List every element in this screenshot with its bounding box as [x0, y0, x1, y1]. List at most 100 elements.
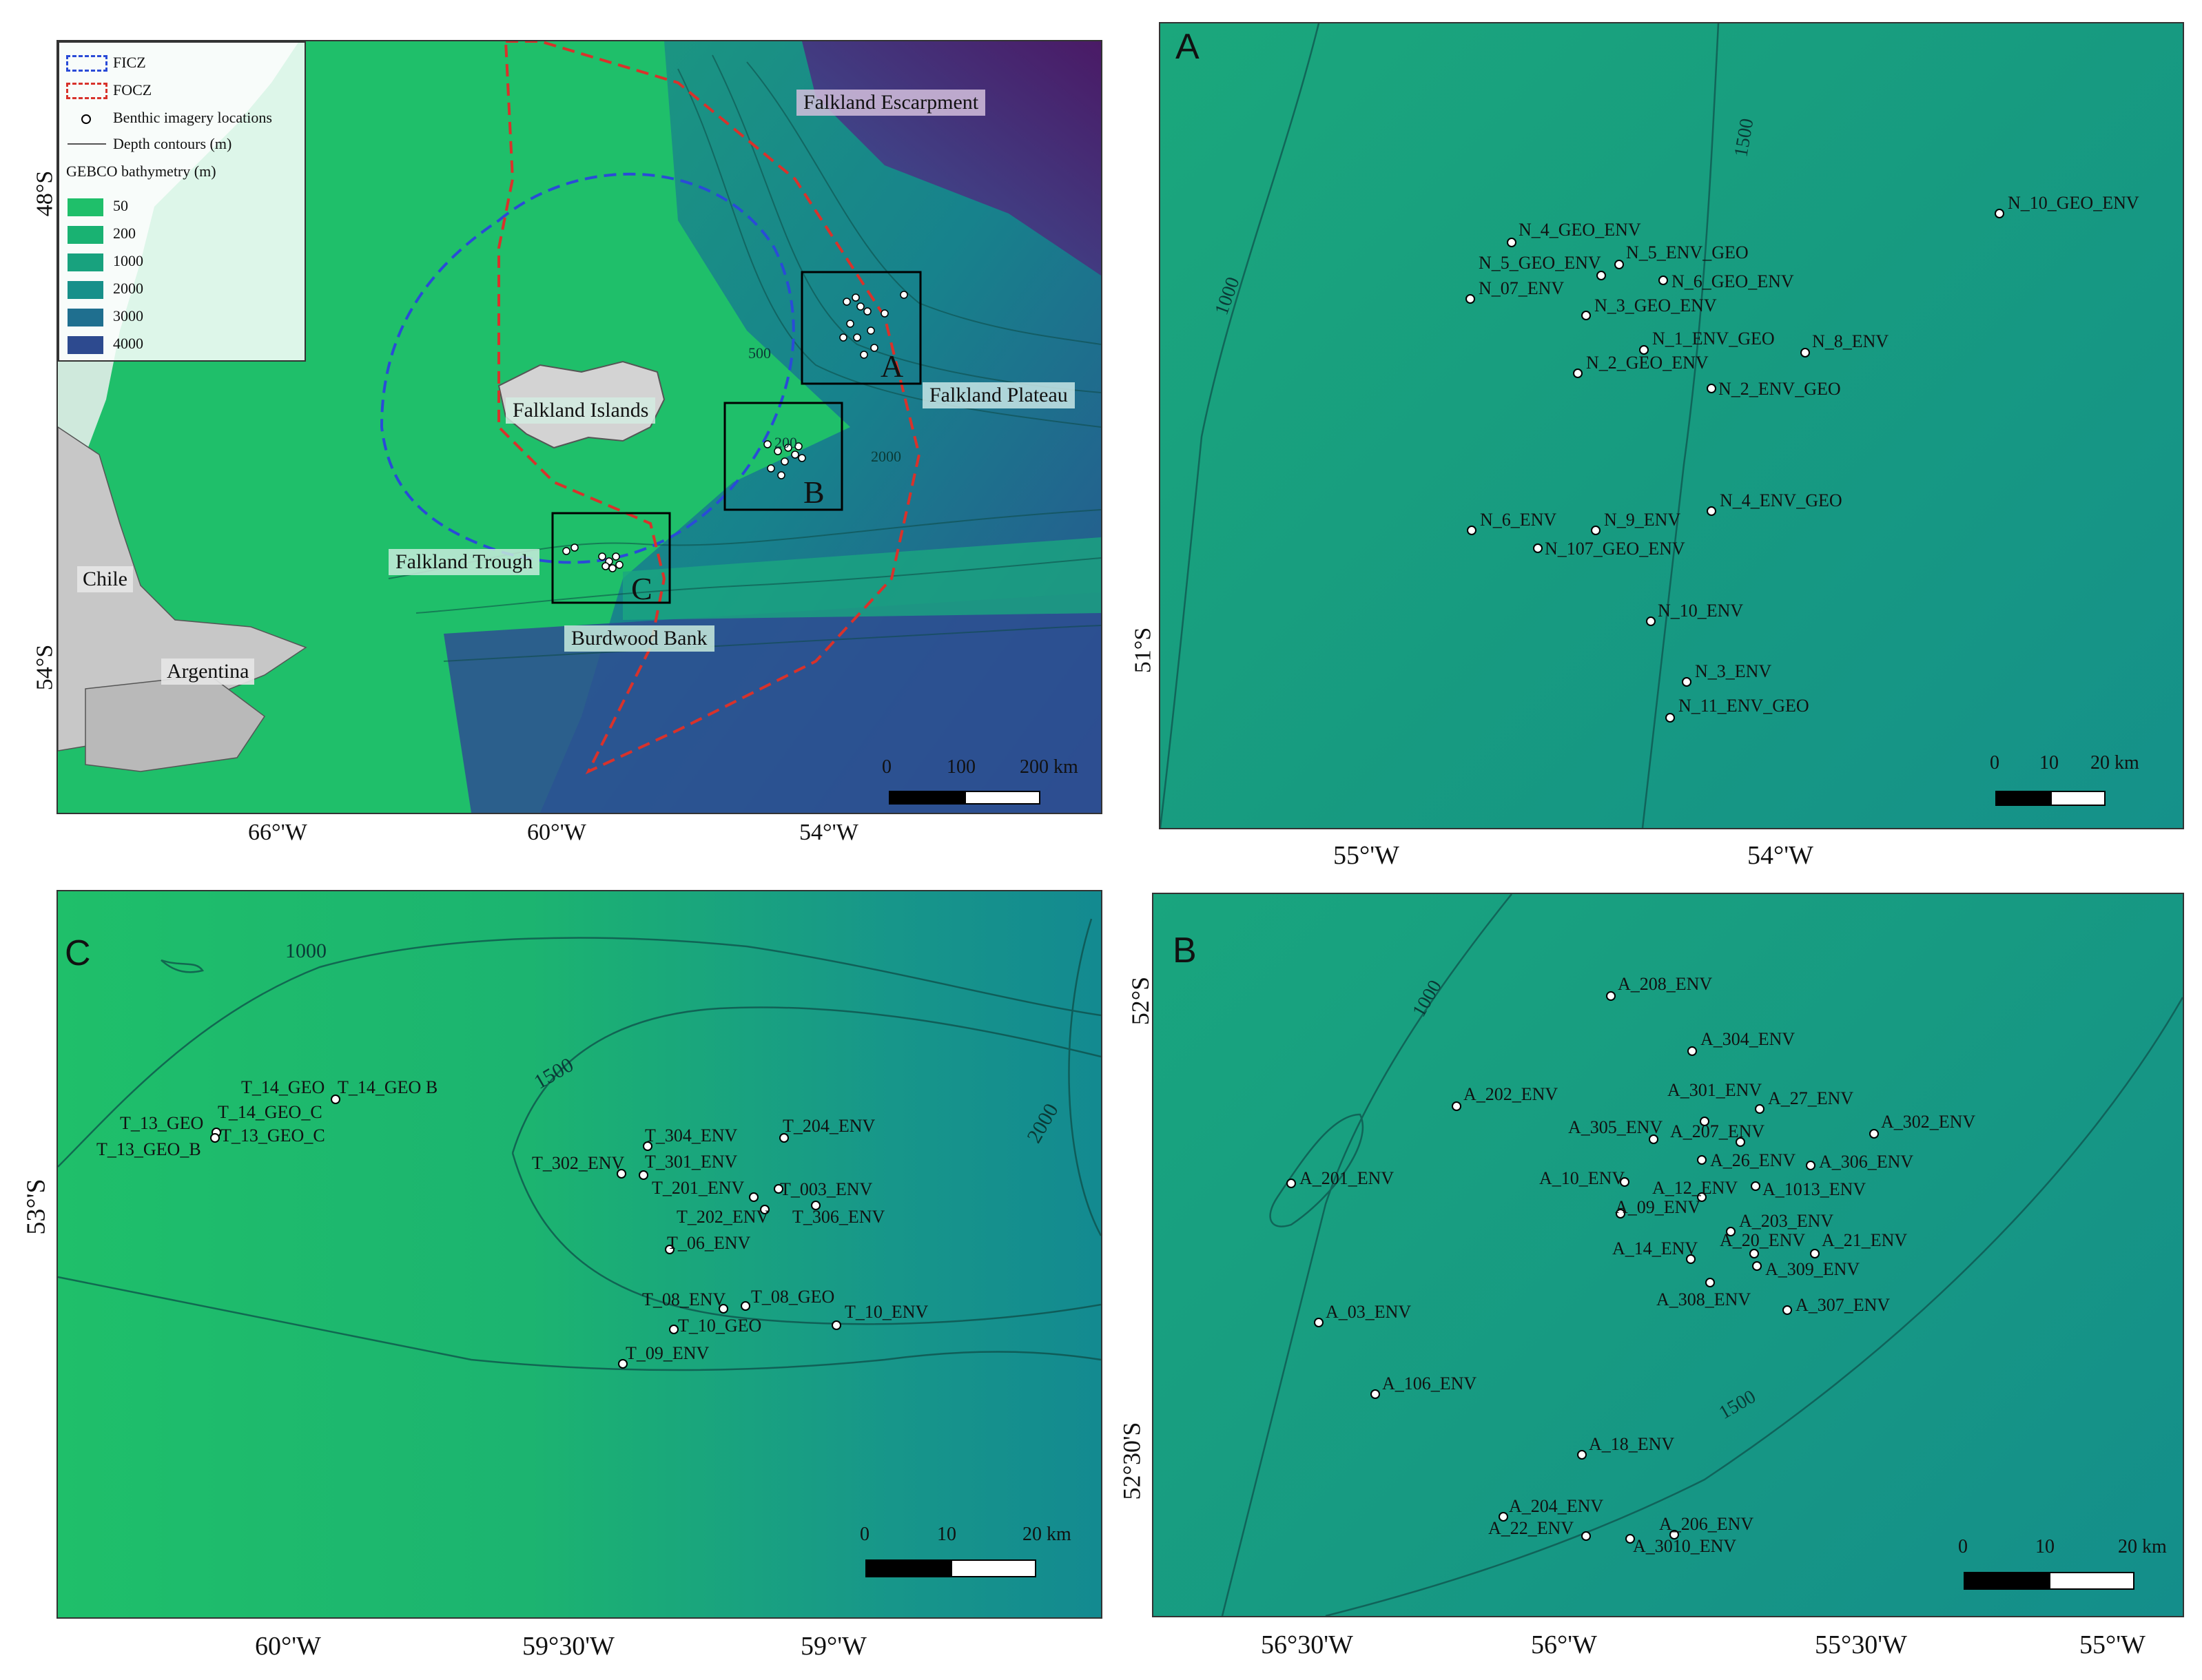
legend-swatch-4000: [68, 336, 103, 354]
station-label: A_27_ENV: [1768, 1088, 1854, 1108]
overview-lon-54: 54°'W: [799, 820, 858, 845]
station-label: T_14_GEO_C: [218, 1102, 322, 1122]
panel-a-contours: [1160, 23, 2004, 828]
station-label: T_13_GEO: [120, 1113, 204, 1133]
station-label: T_10_GEO: [678, 1316, 762, 1336]
panel-b-lon-5530: 55°30'W: [1815, 1630, 1907, 1659]
panel-b: B 1000 1500 A_208_ENV A_304_ENV A_301_EN…: [1152, 893, 2184, 1617]
panel-a-lat-51: 51°S: [1130, 627, 1156, 674]
station-label: A_14_ENV: [1612, 1238, 1698, 1258]
panel-b-scale-black: [1964, 1572, 2049, 1590]
station-label: A_12_ENV: [1652, 1178, 1738, 1198]
panel-b-lon-55: 55°'W: [2079, 1630, 2146, 1659]
panel-b-lon-5630: 56°30'W: [1261, 1630, 1353, 1659]
panel-a: A 1000 1500 N_4_GEO_ENV N_5_GEO_ENV N_5_…: [1159, 22, 2184, 829]
station-label: T_202_ENV: [677, 1207, 770, 1227]
box-b: [723, 402, 843, 511]
panel-b-scale-white: [2049, 1572, 2134, 1590]
station-label: T_08_GEO: [751, 1287, 835, 1307]
station-label: N_4_GEO_ENV: [1519, 220, 1641, 240]
panel-c-lon-60: 60°'W: [255, 1632, 321, 1661]
panel-b-scale-0: 0: [1958, 1536, 1968, 1557]
station-label: A_26_ENV: [1710, 1150, 1796, 1170]
station-label: T_201_ENV: [652, 1178, 745, 1198]
legend-class-50: 50: [113, 197, 128, 214]
station-label: A_203_ENV: [1739, 1211, 1834, 1231]
station-label: N_2_ENV_GEO: [1718, 379, 1841, 399]
focz-boundary: [497, 41, 921, 775]
legend-depth-label: Depth contours (m): [113, 135, 232, 152]
panel-c-scale-white: [951, 1559, 1036, 1577]
station-label: A_03_ENV: [1326, 1302, 1412, 1322]
panel-c-scale-10: 10: [937, 1524, 956, 1545]
overview-scale-200: 200 km: [1020, 756, 1078, 778]
station-label: A_22_ENV: [1488, 1518, 1574, 1538]
panel-b-station-labels: A_208_ENV A_304_ENV A_301_ENV A_27_ENV A…: [1153, 894, 2183, 1616]
overview-map-panel: 50 0 200 2000 FICZ FOCZ Benthic imagery l…: [56, 40, 1102, 814]
place-falkland-trough: Falkland Trough: [389, 549, 540, 575]
panel-a-letter: A: [1175, 27, 1200, 67]
panel-c-lon-5930: 59°30'W: [522, 1632, 615, 1661]
station-label: N_5_ENV_GEO: [1626, 242, 1749, 262]
station-label: A_1013_ENV: [1762, 1179, 1866, 1199]
panel-b-letter: B: [1173, 931, 1197, 971]
station-label: N_6_GEO_ENV: [1671, 271, 1794, 291]
station-label: A_207_ENV: [1670, 1121, 1765, 1141]
station-label: T_306_ENV: [792, 1207, 885, 1227]
station-label: T_301_ENV: [645, 1152, 738, 1172]
panel-c-letter: C: [65, 933, 91, 973]
legend-gebco-title: GEBCO bathymetry (m): [66, 163, 216, 180]
station-label: A_306_ENV: [1819, 1152, 1914, 1172]
station-label: A_208_ENV: [1618, 974, 1713, 994]
station-label: N_8_ENV: [1812, 331, 1889, 351]
panel-a-lon-55: 55°'W: [1333, 841, 1399, 870]
box-a: [801, 271, 922, 385]
contour-label-2000: 2000: [871, 448, 901, 465]
station-label: T_14_GEO B: [338, 1077, 438, 1097]
station-label: T_08_ENV: [642, 1289, 726, 1309]
station-label: T_13_GEO_B: [96, 1139, 201, 1159]
panel-a-scale-20: 20 km: [2090, 752, 2139, 774]
legend-swatch-200: [68, 226, 103, 244]
overview-scale-0: 0: [882, 756, 892, 778]
legend-contour-line: [68, 143, 106, 145]
legend-class-2000: 2000: [113, 280, 143, 297]
station-label: N_1_ENV_GEO: [1652, 329, 1775, 349]
legend-ficz-swatch: [66, 55, 107, 72]
box-letter-a: A: [881, 349, 904, 384]
legend-ficz-label: FICZ: [113, 54, 146, 71]
panel-c-lon-59: 59°'W: [801, 1632, 867, 1661]
station-label: T_10_ENV: [845, 1302, 929, 1322]
station-label: A_10_ENV: [1539, 1168, 1625, 1188]
ficz-boundary: [380, 172, 795, 564]
place-argentina: Argentina: [161, 658, 255, 685]
station-label: N_10_GEO_ENV: [2008, 193, 2139, 213]
panel-c-scale-black: [865, 1559, 951, 1577]
panel-b-lat-5230: 52°30'S: [1118, 1422, 1146, 1500]
place-burdwood-bank: Burdwood Bank: [564, 625, 714, 652]
panel-c-points: [210, 1095, 841, 1369]
panel-c-contours: [58, 918, 1101, 1371]
station-label: A_204_ENV: [1509, 1496, 1604, 1516]
panel-b-contours: [1221, 894, 2183, 1616]
legend-focz-label: FOCZ: [113, 81, 152, 98]
overview-sample-points: [562, 291, 908, 572]
legend-focz-swatch: [66, 83, 107, 99]
panel-b-lat-52: 52°S: [1126, 976, 1155, 1026]
station-label: N_07_ENV: [1479, 278, 1565, 298]
overview-lon-66: 66°'W: [248, 820, 307, 845]
legend-class-200: 200: [113, 225, 136, 242]
station-label: N_5_GEO_ENV: [1479, 253, 1601, 273]
overview-lon-60: 60°'W: [527, 820, 586, 845]
legend-swatch-3000: [68, 309, 103, 326]
place-falkland-plateau: Falkland Plateau: [923, 382, 1075, 408]
station-label: T_003_ENV: [780, 1179, 873, 1199]
station-label: T_06_ENV: [667, 1233, 751, 1253]
panel-a-scale-white: [2050, 791, 2106, 806]
station-label: A_202_ENV: [1463, 1084, 1558, 1104]
station-label: T_204_ENV: [783, 1116, 876, 1136]
box-c: [551, 512, 671, 604]
overview-legend: FICZ FOCZ Benthic imagery locations Dept…: [58, 41, 306, 362]
legend-swatch-2000: [68, 281, 103, 299]
station-label: A_09_ENV: [1615, 1197, 1701, 1217]
